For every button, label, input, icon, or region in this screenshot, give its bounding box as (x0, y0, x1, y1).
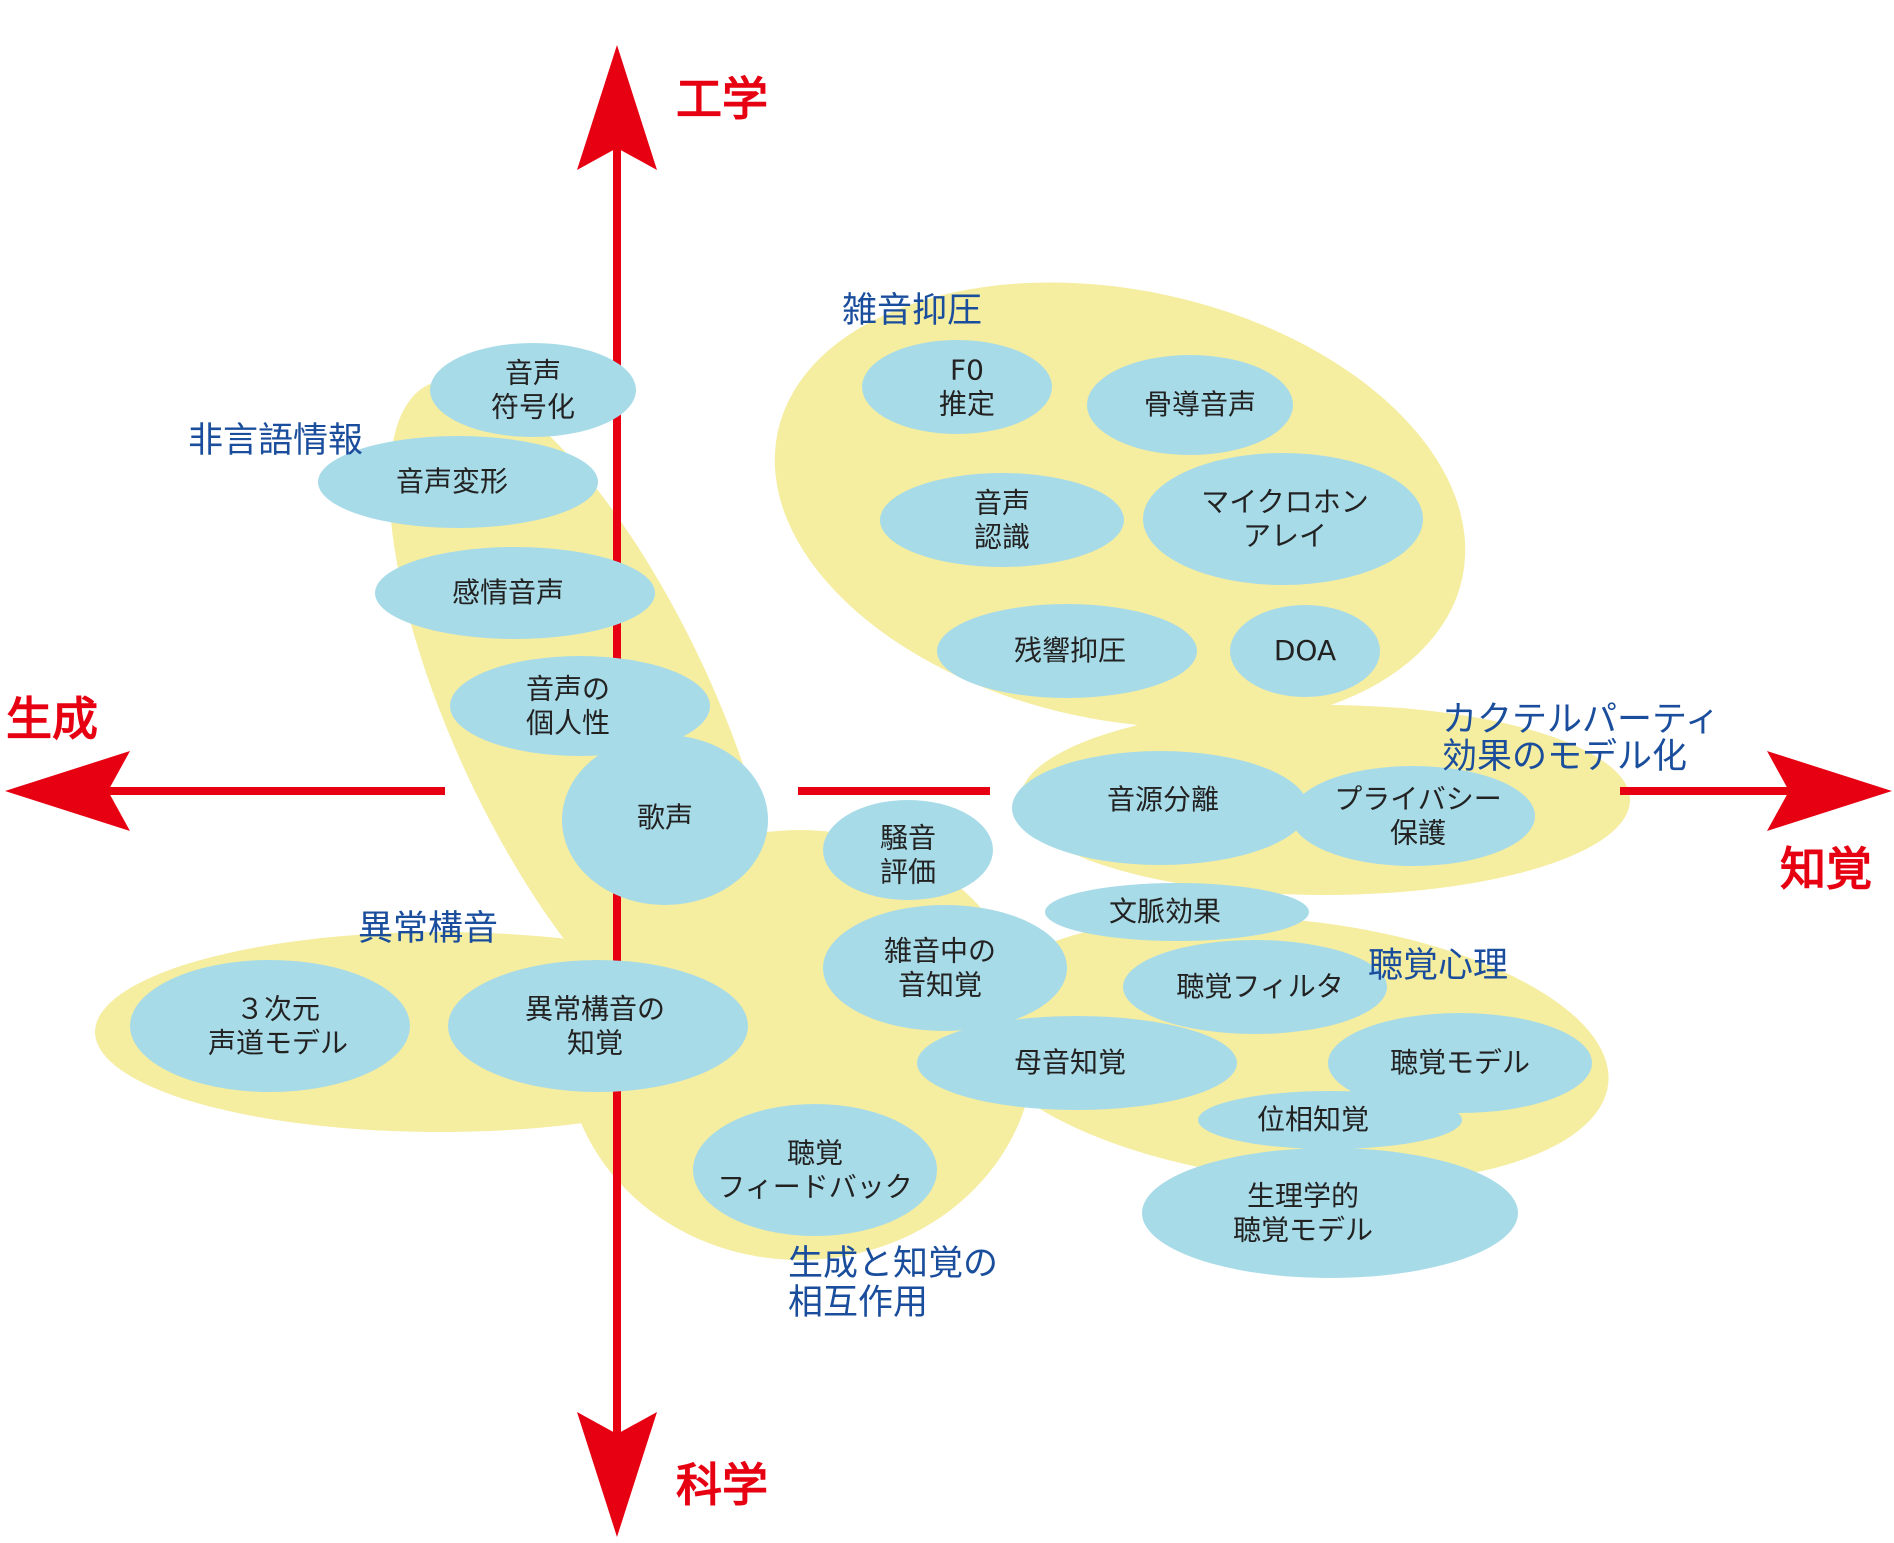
topic-auditory-feedback: 聴覚 フィードバック (717, 1136, 913, 1203)
bubble-phase-perception (1198, 1091, 1462, 1149)
topic-privacy: プライバシー 保護 (1334, 782, 1502, 849)
topic-bone-conduction: 骨導音声 (1143, 388, 1257, 422)
group-label-production-perception: 生成と知覚の 相互作用 (788, 1244, 999, 1323)
topic-physiological-model: 生理学的 聴覚モデル (1232, 1179, 1374, 1246)
topic-speech-in-noise: 雑音中の 音知覚 (883, 934, 997, 1001)
group-label-cocktail-party: カクテルパーティ 効果のモデル化 (1442, 700, 1720, 777)
bubble-noise-evaluation (823, 800, 993, 900)
topic-speech-recognition: 音声 認識 (973, 486, 1031, 553)
topic-emotional-speech: 感情音声 (451, 576, 565, 610)
topic-disordered-perception: 異常構音の 知覚 (524, 992, 666, 1059)
axis-label-science: 科学 (676, 1458, 768, 1512)
bubble-auditory-filter (1123, 940, 1387, 1034)
axis-label-engineering: 工学 (676, 72, 768, 126)
bubble-dereverberation (937, 604, 1197, 698)
bubble-vowel-perception (917, 1016, 1237, 1110)
topic-singing-voice: 歌声 (636, 801, 694, 835)
topic-vowel-perception: 母音知覚 (1013, 1046, 1127, 1080)
arrow-right-icon (1767, 751, 1892, 831)
topic-microphone-array: マイクロホン アレイ (1201, 485, 1369, 552)
topic-phase-perception: 位相知覚 (1256, 1103, 1370, 1137)
topic-context-effect: 文脈効果 (1108, 895, 1222, 929)
bubble-auditory-model (1328, 1013, 1592, 1113)
bubble-speech-recognition (880, 473, 1124, 567)
group-label-auditory-psychology: 聴覚心理 (1368, 946, 1509, 986)
topic-speaker-individuality: 音声の 個人性 (525, 672, 611, 739)
bubble-speech-coding (430, 343, 636, 437)
bubble-speaker-individuality (450, 656, 710, 756)
topic-auditory-filter: 聴覚フィルタ (1176, 970, 1344, 1004)
bubble-speech-in-noise (823, 905, 1067, 1031)
topic-dereverberation: 残響抑圧 (1013, 634, 1127, 668)
topic-bubbles (130, 340, 1592, 1278)
bubble-bone-conduction (1087, 355, 1293, 455)
topic-doa: DOA (1273, 634, 1337, 668)
arrow-down-icon (577, 1412, 657, 1537)
group-label-noise-suppression: 雑音抑圧 (842, 291, 983, 331)
group-label-disordered-articulation: 異常構音 (358, 909, 499, 949)
topic-vocal-tract-3d: ３次元 声道モデル (207, 992, 349, 1059)
bubble-microphone-array (1143, 453, 1423, 585)
topic-source-separation: 音源分離 (1106, 783, 1220, 817)
topic-noise-evaluation: 騒音 評価 (879, 821, 937, 888)
bubble-context-effect (1045, 883, 1309, 941)
bubble-privacy (1291, 766, 1535, 866)
bubble-emotional-speech (375, 547, 655, 639)
topic-f0-estimation: F0 推定 (938, 353, 996, 420)
axis-label-perception: 知覚 (1780, 842, 1872, 896)
topic-voice-conversion: 音声変形 (395, 465, 509, 499)
bubble-singing-voice (562, 735, 768, 905)
bubble-physiological-model (1142, 1148, 1518, 1278)
bubble-auditory-feedback (693, 1104, 937, 1236)
bubble-vocal-tract-3d (130, 960, 410, 1092)
topic-speech-coding: 音声 符号化 (490, 356, 576, 423)
axis-label-production: 生成 (6, 692, 98, 746)
bubble-disordered-perception (448, 960, 748, 1092)
bubble-voice-conversion (318, 436, 598, 528)
bubble-f0-estimation (862, 340, 1052, 434)
topic-auditory-model: 聴覚モデル (1389, 1046, 1531, 1080)
arrow-left-icon (5, 751, 130, 831)
bubble-source-separation (1012, 751, 1308, 865)
bubble-doa (1230, 605, 1380, 697)
group-label-nonverbal: 非言語情報 (188, 421, 364, 461)
arrow-up-icon (577, 45, 657, 170)
